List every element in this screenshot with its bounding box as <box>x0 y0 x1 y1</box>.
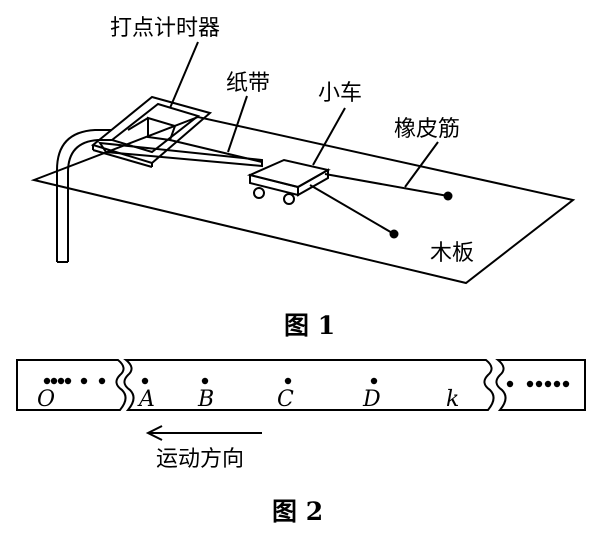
tape-segment-left <box>16 359 127 411</box>
tape-dots-middle <box>141 377 378 385</box>
tape-segment-middle <box>123 359 495 411</box>
tape-segment-right <box>495 359 586 411</box>
caption-figure-1: 图 1 <box>284 311 335 340</box>
caption-figure-2: 图 2 <box>272 497 323 526</box>
rubber-band-anchor <box>443 191 453 201</box>
support-rod <box>56 129 112 262</box>
tape-dots-end <box>506 380 570 388</box>
cart <box>246 158 331 205</box>
point-label-o: O <box>37 387 55 412</box>
rubber-bands <box>309 173 453 239</box>
point-label-d: D <box>362 387 381 412</box>
label-ticker-timer: 打点计时器 <box>110 16 220 41</box>
label-rubber-band: 橡皮筋 <box>394 117 460 142</box>
point-label-k: k <box>446 387 459 412</box>
point-label-a: A <box>137 387 155 412</box>
label-paper-tape: 纸带 <box>226 71 270 96</box>
label-cart: 小车 <box>318 81 362 106</box>
paper-tape <box>97 139 263 168</box>
direction-arrow-icon <box>145 425 262 441</box>
point-label-b: B <box>197 387 214 412</box>
figure-1: 打点计时器 纸带 小车 橡皮筋 木板 图 1 <box>30 16 576 340</box>
figure-2: O A B C D k 运动方向 图 2 <box>16 359 586 526</box>
tape-dots-start <box>43 377 106 385</box>
label-motion-direction: 运动方向 <box>156 447 244 472</box>
point-label-c: C <box>277 387 294 412</box>
wooden-board <box>30 115 576 285</box>
rubber-band-anchor <box>389 229 399 239</box>
label-wooden-board: 木板 <box>430 241 474 266</box>
